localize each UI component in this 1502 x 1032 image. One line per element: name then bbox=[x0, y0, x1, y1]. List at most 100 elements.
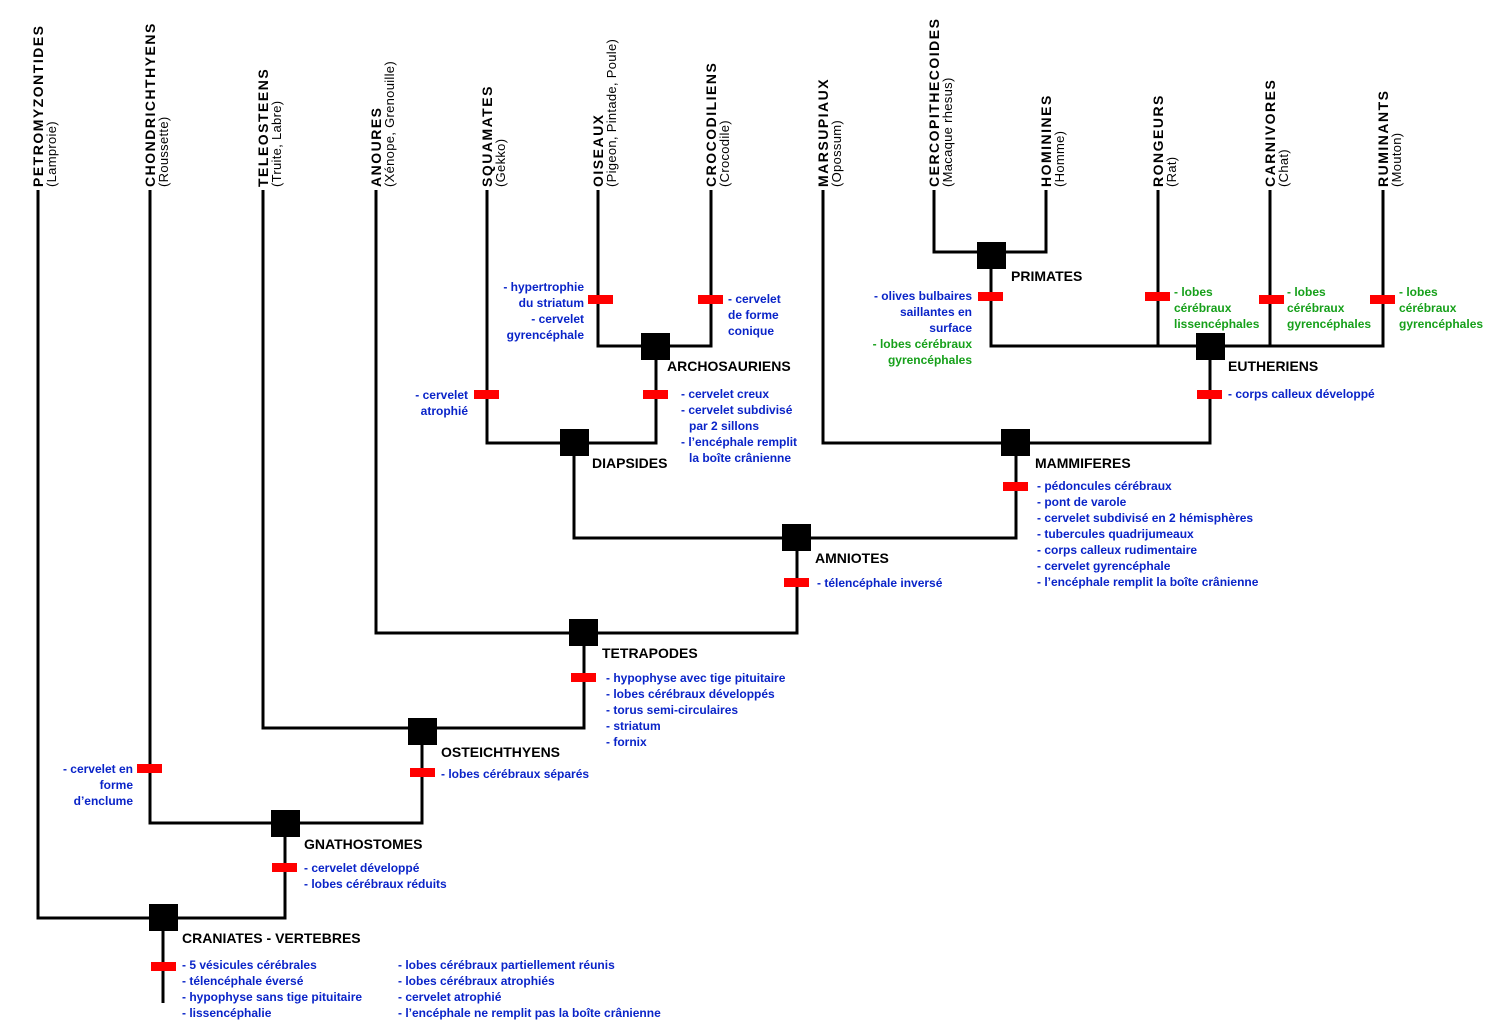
characters-craniates-col2: - lobes cérébraux partiellement réunis -… bbox=[398, 957, 661, 1021]
character-item: du striatum bbox=[518, 296, 584, 310]
characters-eutheriens: - corps calleux développé bbox=[1228, 386, 1375, 402]
character-item: gyrencéphales bbox=[887, 353, 972, 367]
character-item: gyrencéphales bbox=[1399, 317, 1484, 331]
marker-craniates bbox=[151, 962, 176, 971]
nodes bbox=[149, 242, 1225, 931]
marker-primates bbox=[978, 292, 1003, 301]
character-item: - 5 vésicules cérébrales bbox=[182, 958, 317, 972]
characters-crocodiliens: - cervelet de forme conique bbox=[728, 291, 781, 339]
character-item: - cervelet bbox=[728, 292, 781, 306]
character-item: - pont de varole bbox=[1037, 495, 1127, 509]
character-item: conique bbox=[728, 324, 775, 338]
taxon-carnivores: CARNIVORES (Chat) bbox=[1262, 79, 1291, 187]
taxon-anoures: ANOURES (Xénope, Grenouille) bbox=[368, 61, 397, 187]
taxon-example: (Chat) bbox=[1276, 149, 1291, 187]
node-primates bbox=[977, 242, 1006, 269]
character-item: - tubercules quadrijumeaux bbox=[1037, 527, 1194, 541]
character-item: - cervelet gyrencéphale bbox=[1037, 559, 1171, 573]
character-item: d’enclume bbox=[73, 794, 133, 808]
character-item: - lobes bbox=[1287, 285, 1326, 299]
marker-mammiferes bbox=[1003, 482, 1028, 491]
marker-squamates bbox=[474, 390, 499, 399]
marker-archosauriens bbox=[643, 390, 668, 399]
character-item: lissencéphales bbox=[1174, 317, 1260, 331]
node-osteichthyens bbox=[408, 718, 437, 745]
character-item: la boîte crânienne bbox=[689, 451, 792, 465]
taxon-oiseaux: OISEAUX (Pigeon, Pintade, Poule) bbox=[590, 38, 619, 187]
character-item: - lobes cérébraux développés bbox=[606, 687, 775, 701]
character-item: gyrencéphale bbox=[506, 328, 584, 342]
taxon-name: PETROMYZONTIDES bbox=[30, 24, 46, 187]
character-item: - lobes cérébraux séparés bbox=[441, 767, 590, 781]
character-item: - corps calleux développé bbox=[1228, 387, 1375, 401]
character-item: - cervelet en bbox=[62, 762, 133, 776]
node-label-eutheriens: EUTHERIENS bbox=[1228, 358, 1319, 374]
taxon-example: (Pigeon, Pintade, Poule) bbox=[604, 38, 619, 187]
characters-rongeurs: - lobes cérébraux lissencéphales bbox=[1174, 284, 1259, 332]
node-label-gnathostomes: GNATHOSTOMES bbox=[304, 836, 423, 852]
node-label-craniates: CRANIATES - VERTEBRES bbox=[182, 930, 361, 946]
character-item: - pédoncules cérébraux bbox=[1037, 479, 1172, 493]
node-tetrapodes bbox=[569, 619, 598, 646]
taxon-cercopithecoides: CERCOPITHECOIDES (Macaque rhesus) bbox=[926, 18, 955, 187]
marker-carnivores bbox=[1259, 295, 1284, 304]
characters-carnivores: - lobes cérébraux gyrencéphales bbox=[1287, 284, 1371, 332]
taxon-example: (Gekko) bbox=[493, 138, 508, 187]
taxon-example: (Crocodile) bbox=[717, 120, 732, 187]
characters-osteichthyens: - lobes cérébraux séparés bbox=[441, 766, 589, 782]
marker-crocodiliens bbox=[698, 295, 723, 304]
taxon-squamates: SQUAMATES (Gekko) bbox=[479, 85, 508, 187]
character-item: cérébraux bbox=[1174, 301, 1232, 315]
character-item: - l’encéphale remplit bbox=[681, 435, 798, 449]
taxon-name: CROCODILIENS bbox=[703, 61, 719, 187]
taxon-hominines: HOMININES (Homme) bbox=[1038, 94, 1067, 187]
taxon-name: RUMINANTS bbox=[1375, 89, 1391, 188]
node-label-mammiferes: MAMMIFERES bbox=[1035, 455, 1131, 471]
marker-rongeurs bbox=[1145, 292, 1170, 301]
branch-archosauriens bbox=[596, 190, 713, 348]
character-item: surface bbox=[929, 321, 972, 335]
marker-chondrichthyens bbox=[137, 764, 162, 773]
node-mammiferes bbox=[1001, 429, 1030, 456]
node-amniotes bbox=[782, 524, 811, 551]
taxon-name: ANOURES bbox=[368, 106, 384, 187]
taxon-crocodiliens: CROCODILIENS (Crocodile) bbox=[703, 61, 732, 187]
node-label-tetrapodes: TETRAPODES bbox=[602, 645, 698, 661]
character-item: - lissencéphalie bbox=[182, 1006, 272, 1020]
apomorphy-markers bbox=[137, 292, 1395, 971]
character-item: par 2 sillons bbox=[689, 419, 760, 433]
characters-gnathostomes: - cervelet développé - lobes cérébraux r… bbox=[304, 860, 447, 892]
character-item: cérébraux bbox=[1287, 301, 1345, 315]
character-item: - l’encéphale remplit la boîte crânienne bbox=[1037, 575, 1259, 589]
character-item: - lobes cérébraux partiellement réunis bbox=[398, 958, 615, 972]
marker-amniotes bbox=[784, 578, 809, 587]
character-item: - l’encéphale ne remplit pas la boîte cr… bbox=[398, 1006, 661, 1020]
taxon-petromyzontides: PETROMYZONTIDES (Lamproie) bbox=[30, 24, 59, 187]
character-item: - télencéphale inversé bbox=[817, 576, 943, 590]
node-label-archosauriens: ARCHOSAURIENS bbox=[667, 358, 791, 374]
taxon-chondrichthyens: CHONDRICHTHYENS (Roussette) bbox=[142, 22, 171, 187]
node-eutheriens bbox=[1196, 333, 1225, 360]
taxon-example: (Mouton) bbox=[1389, 132, 1404, 187]
node-label-amniotes: AMNIOTES bbox=[815, 550, 889, 566]
character-item: forme bbox=[99, 778, 133, 792]
marker-tetrapodes bbox=[571, 673, 596, 682]
character-item: atrophié bbox=[420, 404, 468, 418]
character-item: - torus semi-circulaires bbox=[606, 703, 739, 717]
node-label-primates: PRIMATES bbox=[1011, 268, 1083, 284]
character-item: cérébraux bbox=[1399, 301, 1457, 315]
node-label-diapsides: DIAPSIDES bbox=[592, 455, 668, 471]
character-item: - hypertrophie bbox=[503, 280, 584, 294]
characters-amniotes: - télencéphale inversé bbox=[817, 575, 942, 591]
character-item: - cervelet développé bbox=[304, 861, 420, 875]
character-item: - cervelet subdivisé bbox=[681, 403, 793, 417]
characters-craniates-col1: - 5 vésicules cérébrales - télencéphale … bbox=[182, 957, 362, 1021]
character-item: - striatum bbox=[606, 719, 661, 733]
character-item: - cervelet bbox=[531, 312, 584, 326]
marker-gnathostomes bbox=[272, 863, 297, 872]
taxon-name: OISEAUX bbox=[590, 113, 606, 187]
character-item: - télencéphale éversé bbox=[182, 974, 304, 988]
marker-oiseaux bbox=[588, 295, 613, 304]
characters-squamates: - cervelet atrophié bbox=[400, 387, 468, 419]
character-item: - cervelet subdivisé en 2 hémisphères bbox=[1037, 511, 1254, 525]
